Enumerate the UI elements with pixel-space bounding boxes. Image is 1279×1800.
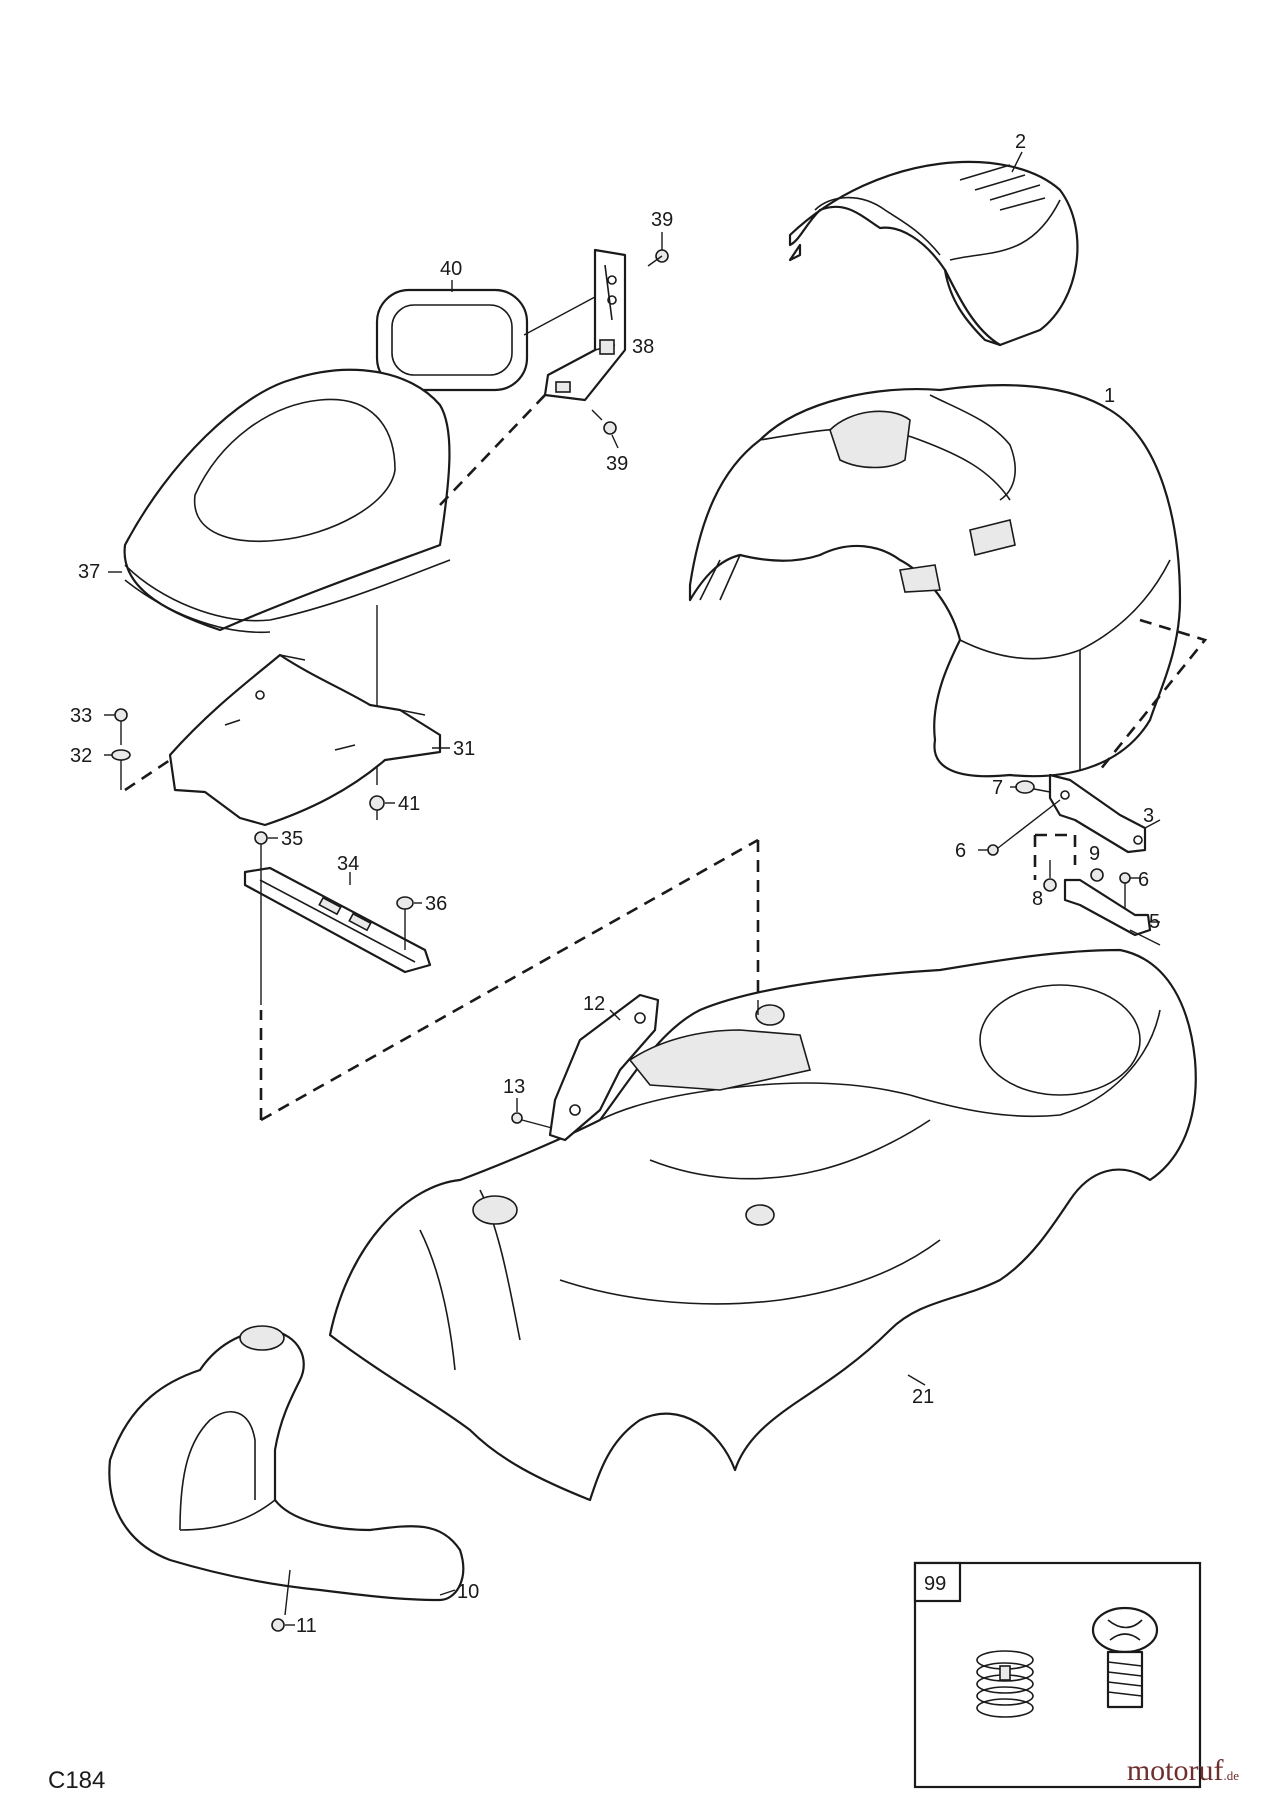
part-5-bracket xyxy=(1063,878,1161,946)
label-part-35: 35 xyxy=(281,828,303,850)
label-part-39-bottom: 39 xyxy=(606,453,628,475)
part-7-screw xyxy=(1010,780,1051,794)
label-part-11: 11 xyxy=(296,1615,317,1637)
part-12-bracket xyxy=(548,993,660,1142)
part-99-fastener-kit xyxy=(913,1561,1202,1789)
part-9-nut xyxy=(1090,868,1104,882)
brand-watermark: motoruf.de xyxy=(1127,1754,1239,1788)
label-part-13: 13 xyxy=(503,1076,525,1098)
part-36-bolt xyxy=(396,896,422,950)
label-part-40: 40 xyxy=(440,258,462,280)
label-part-21: 21 xyxy=(912,1386,934,1408)
part-6-screw-left xyxy=(978,799,1061,856)
spring-nut-icon xyxy=(976,1650,1034,1718)
part-31-seat-plate xyxy=(168,653,450,827)
brand-name: motoruf xyxy=(1126,1754,1224,1787)
part-41-screw xyxy=(369,795,395,820)
label-part-6-right: 6 xyxy=(1138,869,1149,891)
part-10-side-cover xyxy=(108,1325,465,1616)
label-part-12: 12 xyxy=(583,993,605,1015)
dashed-link-rail-body xyxy=(259,838,760,1122)
part-39-screw-top xyxy=(647,232,669,267)
label-part-39-top: 39 xyxy=(651,209,673,231)
screw-icon xyxy=(1091,1606,1159,1709)
drawing-code: C184 xyxy=(48,1767,105,1794)
part-37-seat xyxy=(108,368,451,785)
label-part-7: 7 xyxy=(992,777,1003,799)
label-part-31: 31 xyxy=(453,738,475,760)
part-32-washer xyxy=(104,749,131,790)
label-part-34: 34 xyxy=(337,853,359,875)
label-part-37: 37 xyxy=(78,561,100,583)
brand-suffix: .de xyxy=(1223,1768,1239,1783)
part-38-bracket xyxy=(543,248,627,402)
label-part-3: 3 xyxy=(1143,805,1154,827)
part-33-screw xyxy=(104,708,128,745)
label-part-33: 33 xyxy=(70,705,92,727)
label-part-1: 1 xyxy=(1104,385,1115,407)
label-part-2: 2 xyxy=(1015,131,1026,153)
label-part-8: 8 xyxy=(1032,888,1043,910)
label-part-5: 5 xyxy=(1149,911,1160,933)
part-35-screw xyxy=(254,831,278,845)
part-8-washer xyxy=(1043,860,1057,892)
label-kit-99: 99 xyxy=(924,1573,946,1595)
label-part-41: 41 xyxy=(398,793,420,815)
part-13-screw xyxy=(511,1098,553,1129)
part-11-screw xyxy=(271,1618,295,1632)
dashed-link-seat-bracket xyxy=(439,394,546,506)
dashed-link-plate xyxy=(124,758,171,792)
label-part-9: 9 xyxy=(1089,843,1100,865)
dashed-link-bracket xyxy=(1033,833,1077,880)
label-part-6-left: 6 xyxy=(955,840,966,862)
part-2-rear-cover xyxy=(788,160,1079,347)
label-part-32: 32 xyxy=(70,745,92,767)
part-21-chassis xyxy=(328,948,1197,1502)
label-part-36: 36 xyxy=(425,893,447,915)
part-3-bracket xyxy=(1048,773,1161,854)
part-39-screw-bottom xyxy=(591,409,619,449)
part-1-body-cover xyxy=(688,384,1182,778)
label-part-38: 38 xyxy=(632,336,654,358)
label-part-10: 10 xyxy=(457,1581,479,1603)
part-34-rail xyxy=(243,844,432,1005)
dashed-link-body-cover xyxy=(1098,618,1208,771)
